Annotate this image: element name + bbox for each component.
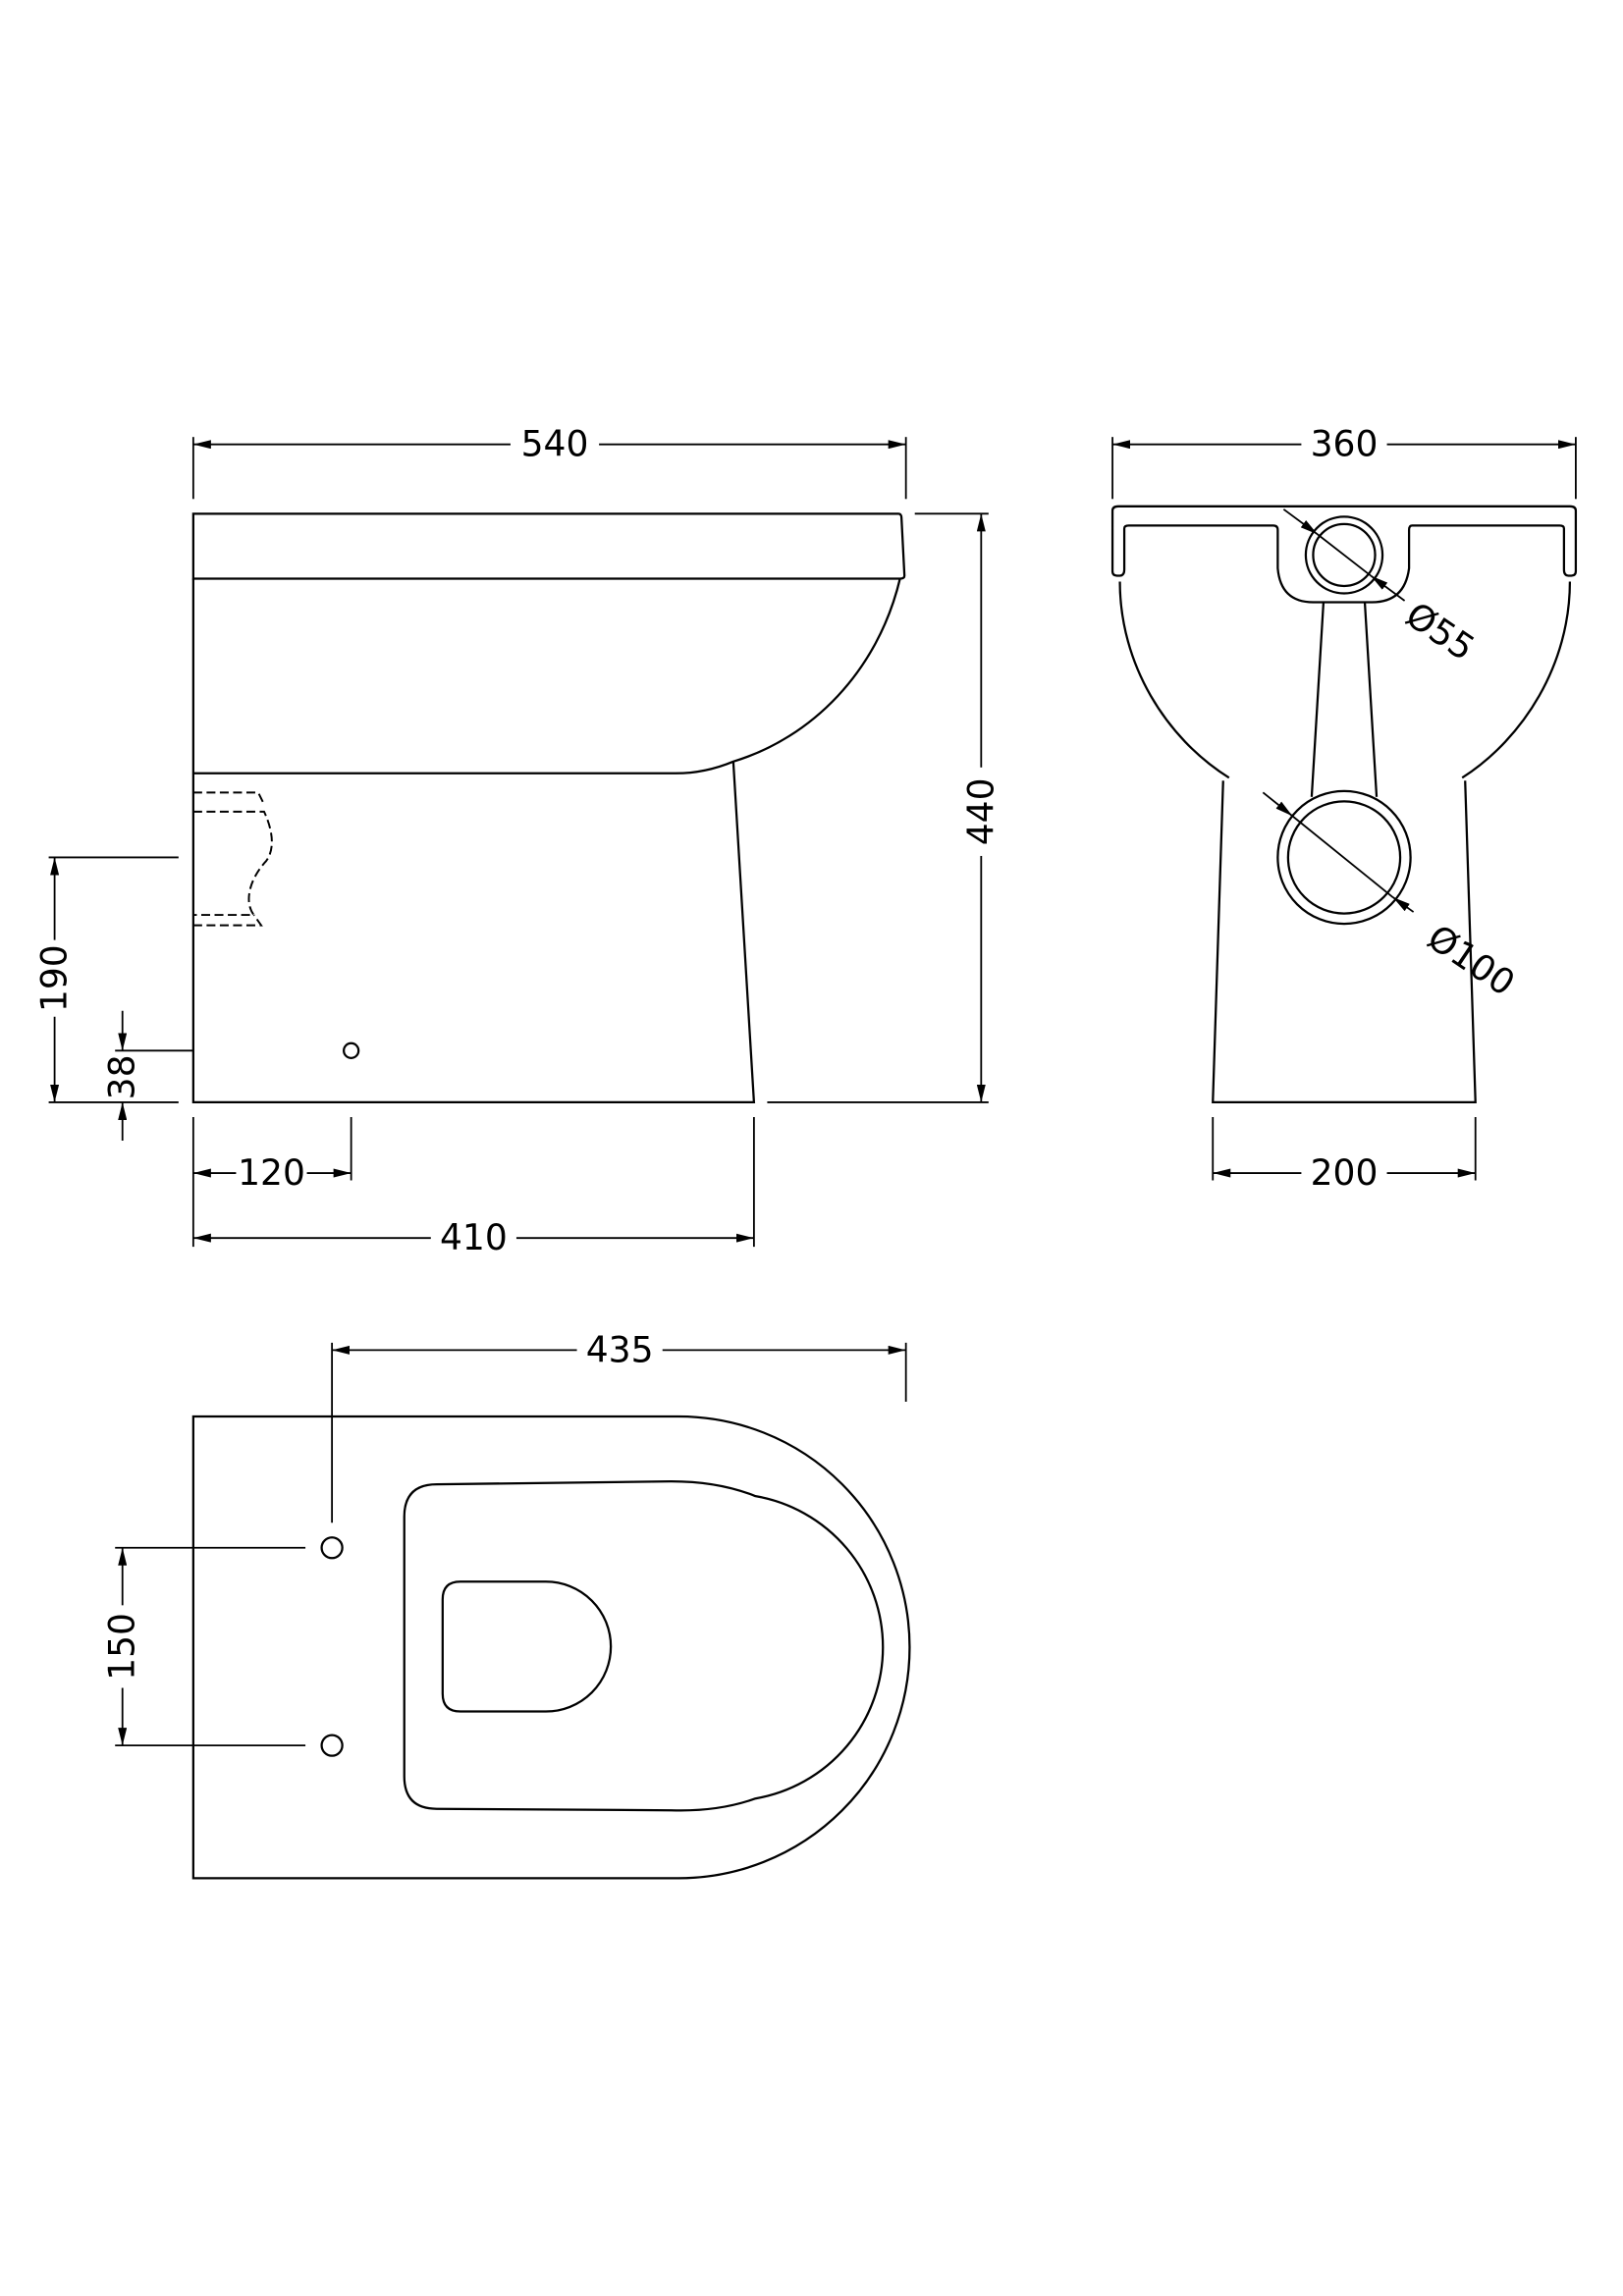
fixing-hole — [320, 1536, 344, 1560]
bowl-outline — [1118, 581, 1572, 1104]
seat-outline — [403, 1479, 885, 1812]
dimension-label: 190 — [34, 944, 76, 1012]
seat-lid-outline — [191, 512, 906, 580]
front-view: Ø55 Ø100 360 200 — [1110, 424, 1578, 1195]
dimension-38: 38 — [102, 1010, 193, 1141]
dimension-150: 150 — [102, 1546, 306, 1747]
outlet-outer — [1276, 789, 1412, 926]
dimension-label: 150 — [102, 1613, 143, 1681]
dimension-label: 120 — [238, 1152, 305, 1194]
dimension-190: 190 — [34, 856, 179, 1103]
dimension-200: 200 — [1212, 1116, 1477, 1195]
bowl-outline — [191, 578, 901, 1104]
dimension-label: 410 — [440, 1217, 508, 1258]
dimension-label: 360 — [1311, 424, 1379, 465]
dimension-label: 38 — [102, 1054, 143, 1099]
dimension-540: 540 — [191, 424, 907, 500]
fixing-hole — [320, 1734, 344, 1757]
side-view: 540 440 190 38 — [34, 424, 1002, 1258]
rim-outline — [1110, 505, 1578, 604]
inlet-outer — [1304, 515, 1384, 595]
dimension-440: 440 — [767, 512, 1001, 1103]
dimension-label: 440 — [960, 777, 1001, 845]
dimension-label: 435 — [586, 1329, 654, 1370]
dimension-120: 120 — [191, 1116, 352, 1248]
inlet-inner — [1312, 522, 1377, 588]
bowl-opening — [441, 1580, 613, 1713]
dimension-360: 360 — [1111, 424, 1577, 500]
pan-outline — [191, 1415, 911, 1880]
dimension-label: 540 — [521, 424, 589, 465]
outlet-inner — [1286, 800, 1402, 915]
waste-outlet-hidden — [192, 791, 273, 927]
trap-neck — [1310, 602, 1379, 797]
dimension-410: 410 — [192, 1116, 755, 1258]
dimension-435: 435 — [331, 1329, 907, 1523]
dimension-label: Ø55 — [1398, 594, 1482, 668]
fixing-hole — [343, 1041, 360, 1059]
plan-view: 435 150 — [102, 1329, 911, 1880]
dimension-label: 200 — [1311, 1152, 1379, 1194]
dimension-outlet-diameter: Ø100 — [1262, 791, 1522, 1004]
